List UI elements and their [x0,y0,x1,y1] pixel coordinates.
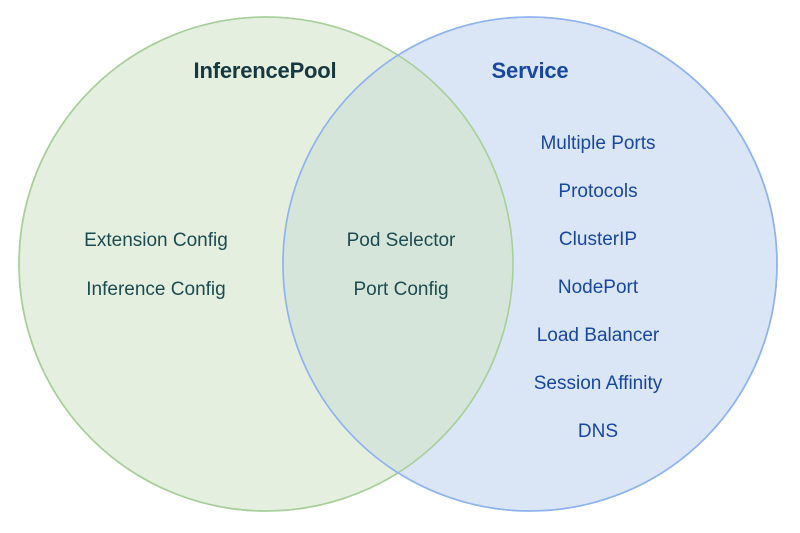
venn-circle-right-outline [282,16,778,512]
venn-item-right-5: Session Affinity [533,373,663,394]
venn-item-right-3: NodePort [557,277,639,298]
venn-item-right-2: ClusterIP [558,229,638,250]
venn-item-right-1: Protocols [558,181,638,202]
venn-item-right-0: Multiple Ports [540,133,656,154]
venn-item-left-0: Extension Config [84,230,228,251]
venn-item-left-1: Inference Config [86,279,226,300]
venn-items-left: Extension Config Inference Config [84,231,228,299]
venn-intersection-region [283,17,513,511]
venn-item-intersection-0: Pod Selector [346,230,456,251]
venn-item-right-6: DNS [577,421,619,442]
venn-item-right-4: Load Balancer [536,325,660,346]
venn-items-intersection: Pod Selector Port Config [347,231,456,299]
venn-items-right: Multiple Ports Protocols ClusterIP NodeP… [534,134,663,441]
venn-title-left: InferencePool [193,58,337,83]
venn-item-intersection-1: Port Config [353,279,449,300]
venn-title-right: Service [491,58,569,83]
venn-circle-left-outline [18,16,514,512]
